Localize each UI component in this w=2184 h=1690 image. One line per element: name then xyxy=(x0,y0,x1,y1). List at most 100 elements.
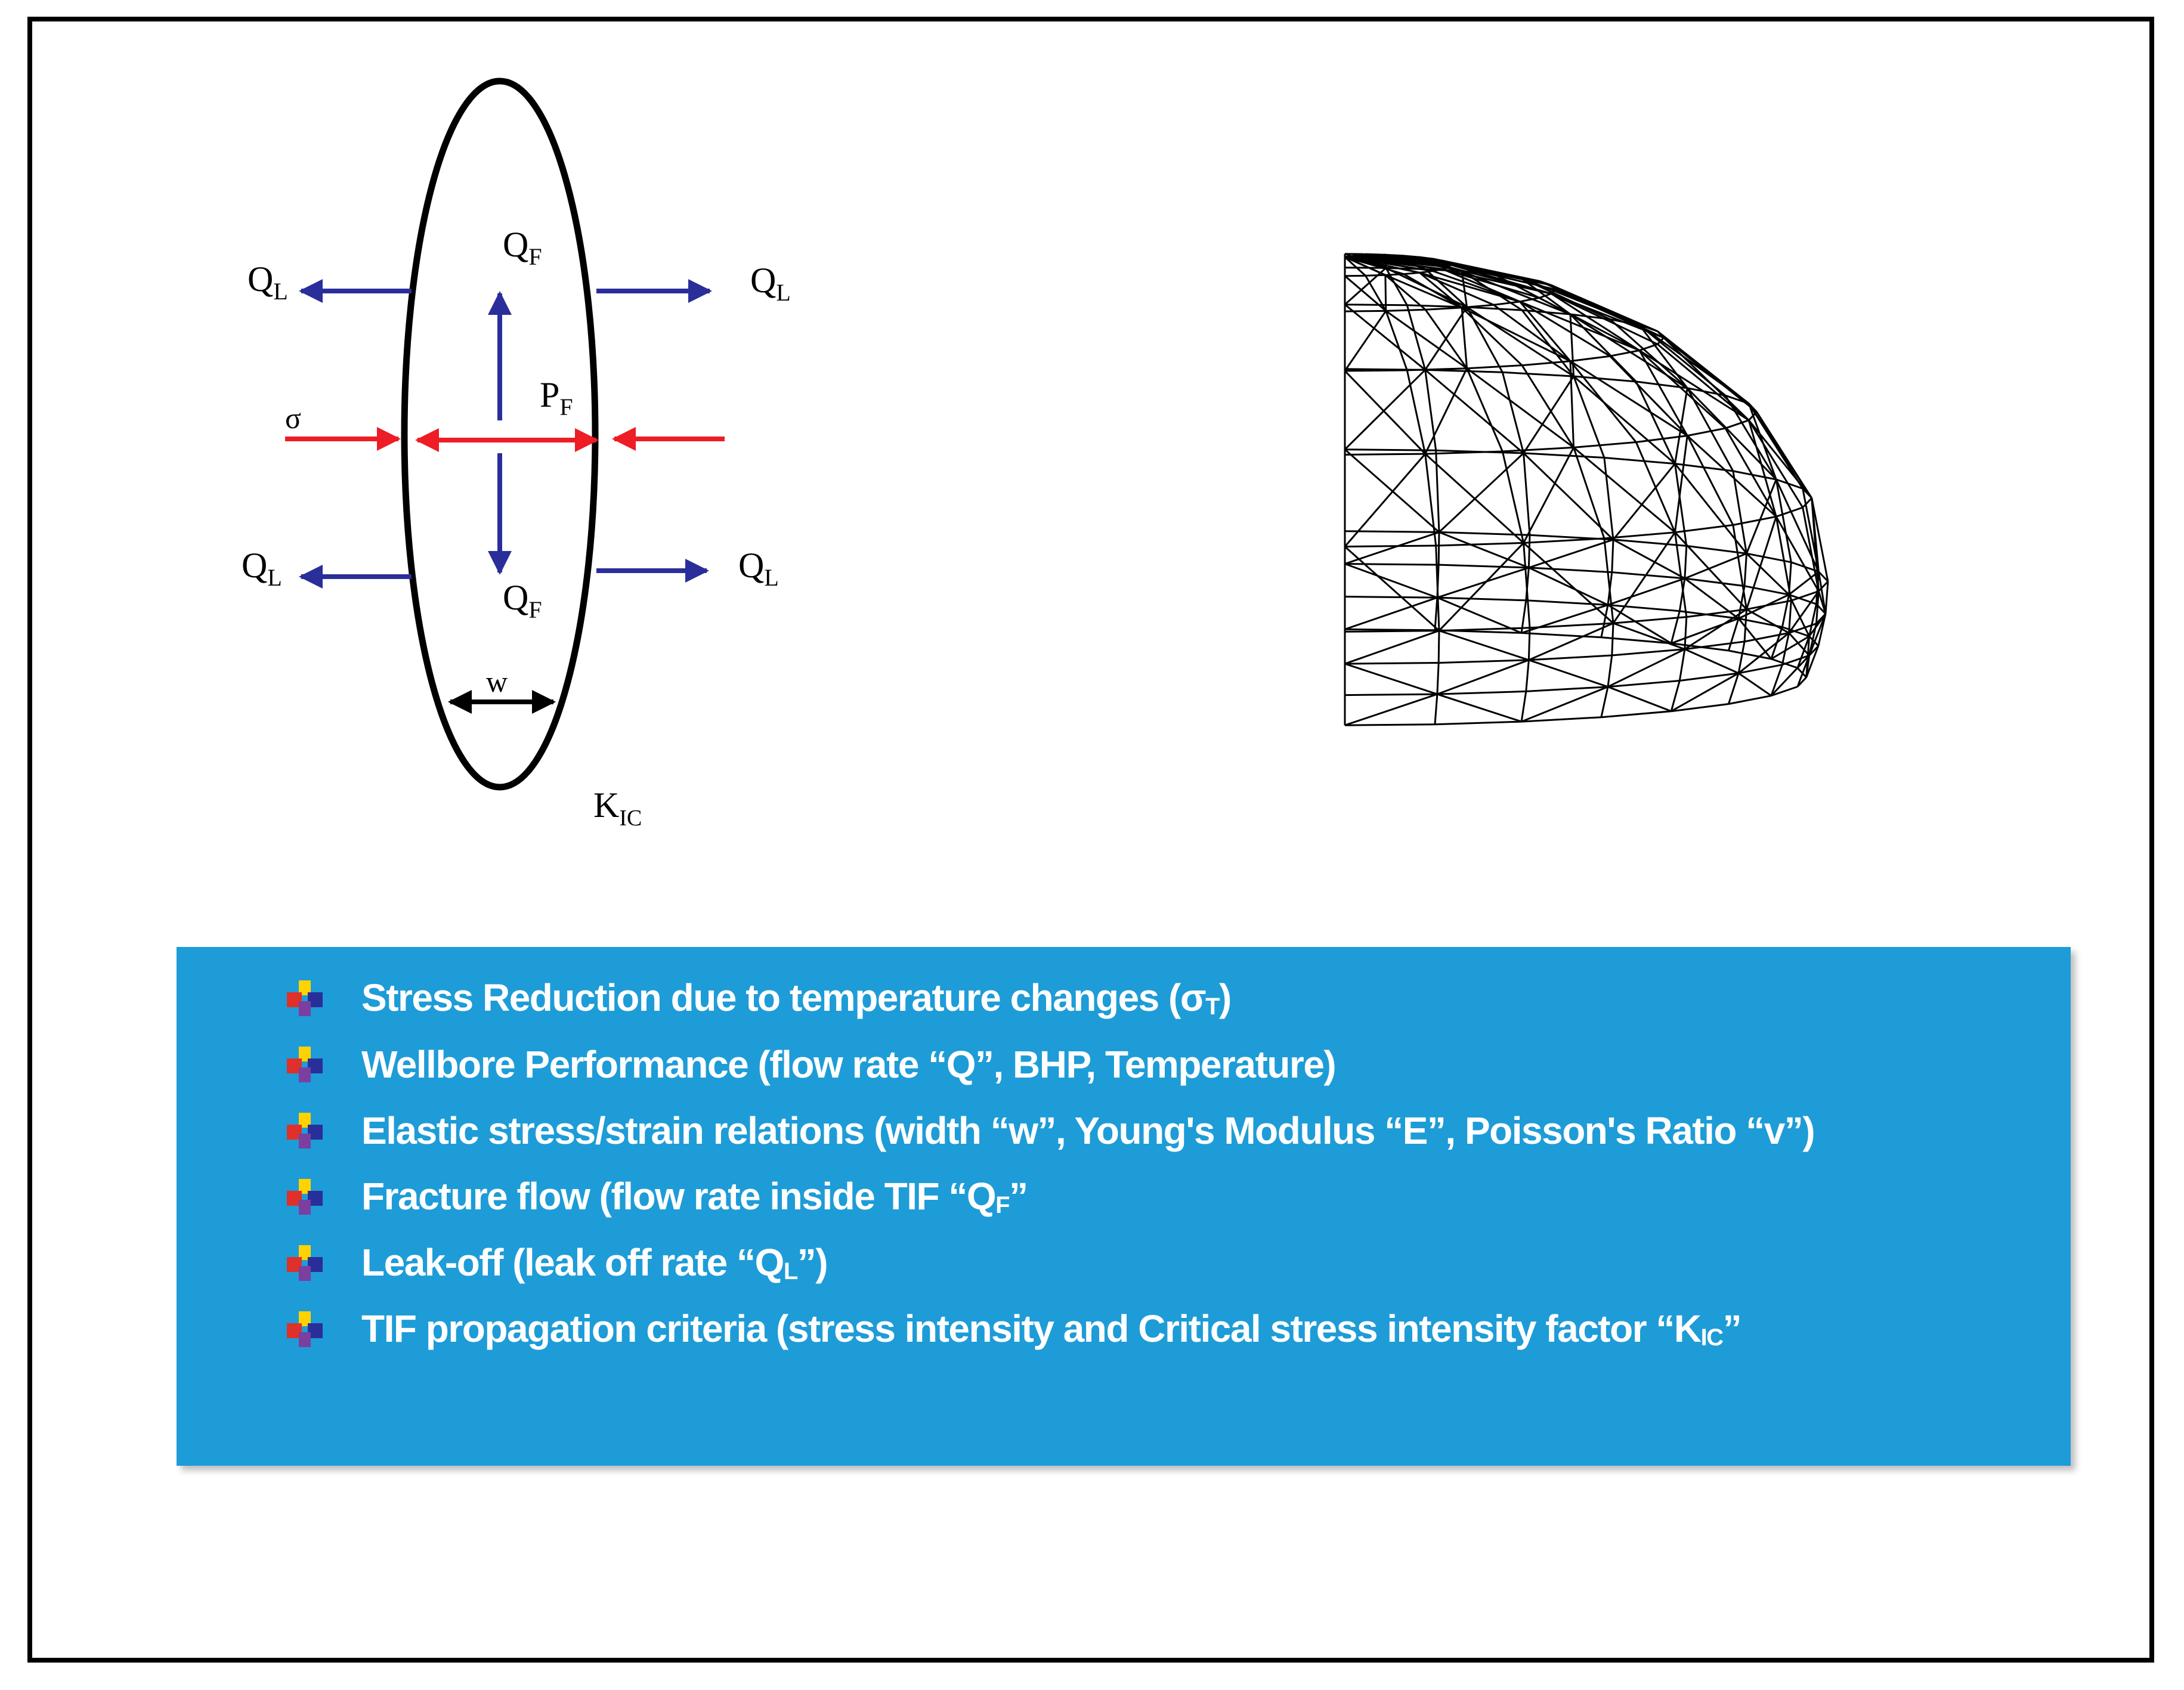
mesh-diagonal-edge xyxy=(1671,617,1739,645)
mesh-diagonal-edge xyxy=(1523,452,1614,540)
mesh-ring-edge xyxy=(1529,654,1612,661)
mesh-diagonal-edge xyxy=(1439,630,1529,661)
mesh-meridian-edge xyxy=(1737,641,1746,674)
mesh-diagonal-edge xyxy=(1385,310,1468,369)
mesh-meridian-edge xyxy=(1527,535,1531,568)
mesh-ring-edge xyxy=(1439,627,1530,632)
mesh-diagonal-edge xyxy=(1344,663,1438,695)
mesh-diagonal-edge xyxy=(1437,693,1522,723)
mesh-diagonal-edge xyxy=(1746,608,1790,634)
mesh-diagonal-edge xyxy=(1345,256,1420,274)
mesh-meridian-edge xyxy=(1611,539,1614,572)
mesh-diagonal-edge xyxy=(1551,293,1640,351)
mesh-diagonal-edge xyxy=(1613,538,1685,580)
mesh-ring-edge xyxy=(1344,563,1439,566)
mesh-ring-edge xyxy=(1611,648,1685,657)
mesh-ring-edge xyxy=(1523,452,1604,459)
mesh-meridian-edge xyxy=(1796,636,1811,668)
mesh-diagonal-edge xyxy=(1788,571,1820,596)
mesh-meridian-edge xyxy=(1635,381,1676,465)
mesh-ring-edge xyxy=(1502,371,1574,377)
mesh-meridian-edge xyxy=(1678,578,1686,611)
mesh-ring-edge xyxy=(1529,622,1614,629)
mesh-diagonal-edge xyxy=(1437,596,1522,634)
mesh-meridian-edge xyxy=(1573,447,1605,539)
mesh-meridian-edge xyxy=(1732,471,1747,554)
mesh-ring-edge xyxy=(1526,686,1608,692)
mesh-diagonal-edge xyxy=(1528,622,1614,661)
mesh-meridian-edge xyxy=(1520,600,1527,633)
mesh-meridian-edge xyxy=(1403,273,1462,309)
criteria-panel: Stress Reduction due to temperature chan… xyxy=(177,947,2071,1466)
label-width: w xyxy=(486,665,508,698)
label-sigma: σ xyxy=(285,401,301,435)
label-pf: PF xyxy=(540,375,573,420)
mesh-meridian-edge xyxy=(1466,368,1504,452)
mesh-ring-edge xyxy=(1521,632,1601,639)
mesh-ring-edge xyxy=(1344,662,1439,665)
mesh-ring-edge xyxy=(1728,695,1772,705)
mesh-diagonal-edge xyxy=(1344,448,1440,533)
mesh-diagonal-edge xyxy=(1419,272,1463,309)
mesh-ring-edge xyxy=(1601,710,1672,719)
mesh-meridian-edge xyxy=(1808,623,1817,656)
colored-diamond-bullet-icon xyxy=(287,1178,323,1215)
mesh-diagonal-edge xyxy=(1442,268,1552,295)
mesh-meridian-edge xyxy=(1424,370,1437,451)
mesh-ring-edge xyxy=(1775,478,1803,490)
mesh-meridian-edge xyxy=(1344,256,1405,276)
mesh-ring-edge xyxy=(1790,590,1819,602)
mesh-ring-edge xyxy=(1573,441,1637,448)
label-qf-bottom: QF xyxy=(503,578,542,623)
mesh-ring-edge xyxy=(1467,364,1523,370)
mesh-diagonal-edge xyxy=(1771,635,1810,660)
mesh-ring-edge xyxy=(1781,626,1810,637)
mesh-meridian-edge xyxy=(1670,611,1681,644)
mesh-diagonal-edge xyxy=(1746,479,1777,554)
mesh-diagonal-edge xyxy=(1607,686,1672,713)
mesh-ring-edge xyxy=(1610,349,1640,357)
mesh-ring-edge xyxy=(1733,515,1777,526)
mesh-meridian-edge xyxy=(1501,372,1525,454)
mesh-meridian-edge xyxy=(1663,337,1758,413)
mesh-ring-edge xyxy=(1684,577,1745,587)
mesh-ring-edge xyxy=(1365,274,1385,277)
criteria-list: Stress Reduction due to temperature chan… xyxy=(284,965,1815,1362)
mesh-ring-edge xyxy=(1687,387,1726,397)
mesh-diagonal-edge xyxy=(1521,686,1608,723)
colored-diamond-bullet-icon xyxy=(287,980,323,1016)
mesh-ring-edge xyxy=(1671,703,1729,713)
criteria-item-text: TIF propagation criteria (stress intensi… xyxy=(361,1307,1742,1351)
mesh-ring-edge xyxy=(1802,497,1812,509)
colored-diamond-bullet-icon xyxy=(287,1311,323,1347)
mesh-meridian-edge xyxy=(1434,694,1439,725)
mesh-diagonal-edge xyxy=(1612,531,1676,624)
mesh-diagonal-edge xyxy=(1521,603,1608,634)
mesh-diagonal-edge xyxy=(1770,655,1810,697)
mesh-diagonal-edge xyxy=(1344,546,1440,632)
mesh-ring-edge xyxy=(1744,585,1789,596)
label-ql-bottom-right: QL xyxy=(738,546,779,591)
mesh-diagonal-edge xyxy=(1788,632,1810,657)
mesh-ring-edge xyxy=(1502,446,1574,453)
criteria-item: Fracture flow (flow rate inside TIF “QF” xyxy=(284,1163,1814,1230)
mesh-diagonal-edge xyxy=(1747,420,1777,517)
mesh-ring-edge xyxy=(1344,630,1440,633)
mesh-meridian-edge xyxy=(1434,597,1439,630)
mesh-diagonal-edge xyxy=(1775,516,1820,592)
mesh-meridian-edge xyxy=(1384,274,1427,311)
mesh-diagonal-edge xyxy=(1344,531,1440,565)
mesh-ring-edge xyxy=(1818,571,1829,583)
mesh-meridian-edge xyxy=(1638,349,1727,429)
mesh-meridian-edge xyxy=(1684,546,1688,579)
mesh-diagonal-edge xyxy=(1746,553,1790,596)
mesh-diagonal-edge xyxy=(1461,307,1468,369)
mesh-meridian-edge xyxy=(1775,516,1792,601)
mesh-ring-edge xyxy=(1607,603,1680,612)
fracture-schematic: QL QL QL QL QF QF PF σ w KIC xyxy=(242,78,791,831)
mesh-meridian-edge xyxy=(1600,605,1609,638)
mesh-meridian-edge xyxy=(1419,271,1495,306)
mesh-diagonal-edge xyxy=(1466,367,1574,448)
mesh-diagonal-edge xyxy=(1671,672,1739,713)
mesh-diagonal-edge xyxy=(1684,608,1747,650)
